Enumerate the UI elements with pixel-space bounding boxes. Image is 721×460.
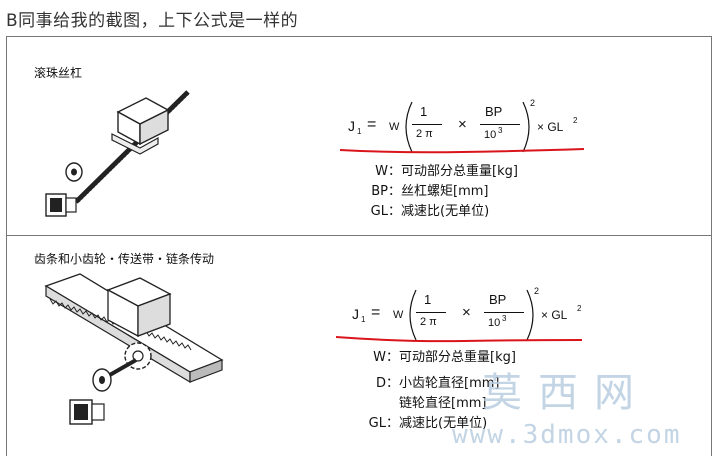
page-caption: B同事给我的截图，上下公式是一样的 xyxy=(6,11,299,31)
ball-screw-drawing xyxy=(45,90,190,217)
fraction2-denominator: 10 xyxy=(484,129,497,141)
watermark-text: 莫西网 xyxy=(482,370,650,416)
formula-equals: = xyxy=(367,116,377,133)
section-title-ball-screw: 滚珠丝杠 xyxy=(34,66,83,80)
legend-ball-screw: W：可动部分总重量[kg] BP：丝杠螺矩[mm] GL：减速比(无单位) xyxy=(368,162,518,222)
formula-times: × xyxy=(458,116,467,133)
red-underline-1 xyxy=(339,148,585,154)
legend-item: BP：丝杠螺矩[mm] xyxy=(371,184,489,199)
formula-gl-exponent: 2 xyxy=(573,116,578,125)
fraction2-bar xyxy=(480,124,520,125)
fraction1-denominator: 2 π xyxy=(420,316,437,328)
formula-w: W xyxy=(389,121,400,133)
formula-gl: × GL xyxy=(537,120,564,134)
left-paren xyxy=(409,289,417,341)
fraction2-numerator: BP xyxy=(489,292,507,307)
fraction1-numerator: 1 xyxy=(424,292,432,307)
document-frame xyxy=(6,36,712,456)
watermark-url: www.3dmox.com xyxy=(452,420,682,450)
legend-item: W：可动部分总重量[kg] xyxy=(373,350,516,365)
red-underline-2 xyxy=(335,336,583,343)
fraction2-denominator-exponent: 3 xyxy=(498,126,503,135)
power-exponent: 2 xyxy=(534,286,540,296)
formula-gl-exponent: 2 xyxy=(577,304,582,313)
fraction1-bar xyxy=(416,312,446,313)
legend-item: D：小齿轮直径[mm] xyxy=(375,376,500,391)
formula-equals: = xyxy=(371,304,381,321)
formula-w: W xyxy=(393,309,404,321)
formula-lhs: J xyxy=(352,306,359,322)
rack-pinion-drawing xyxy=(44,273,224,425)
power-exponent: 2 xyxy=(530,98,536,108)
legend-item: W：可动部分总重量[kg] xyxy=(375,164,518,179)
fraction2-denominator-exponent: 3 xyxy=(502,314,507,323)
legend-rack-pinion: W：可动部分总重量[kg] D：小齿轮直径[mm] 链轮直径[mm] GL：减速… xyxy=(366,348,516,434)
formula-times: × xyxy=(462,304,471,321)
formula-lhs: J xyxy=(348,118,355,134)
formula-lhs-subscript: 1 xyxy=(357,127,362,136)
left-paren xyxy=(405,101,413,153)
right-paren xyxy=(526,289,534,341)
fraction2-bar xyxy=(484,312,524,313)
fraction2-denominator: 10 xyxy=(488,317,501,329)
formula-ball-screw: J 1 = W 1 2 π × BP 10 3 2 × GL 2 xyxy=(340,96,600,156)
section-divider xyxy=(6,235,712,236)
formula-gl: × GL xyxy=(541,308,568,322)
legend-item: GL：减速比(无单位) xyxy=(370,204,490,219)
formula-rack-pinion: J 1 = W 1 2 π × BP 10 3 2 × GL 2 xyxy=(344,284,604,344)
legend-item: GL：减速比(无单位) xyxy=(368,416,488,431)
fraction2-numerator: BP xyxy=(485,104,503,119)
fraction1-bar xyxy=(412,124,442,125)
formula-lhs-subscript: 1 xyxy=(361,315,366,324)
legend-item: 链轮直径[mm] xyxy=(399,396,487,411)
section-title-rack-pinion: 齿条和小齿轮・传送带・链条传动 xyxy=(34,252,215,266)
fraction1-numerator: 1 xyxy=(420,104,428,119)
fraction1-denominator: 2 π xyxy=(416,128,433,140)
right-paren xyxy=(522,101,530,153)
